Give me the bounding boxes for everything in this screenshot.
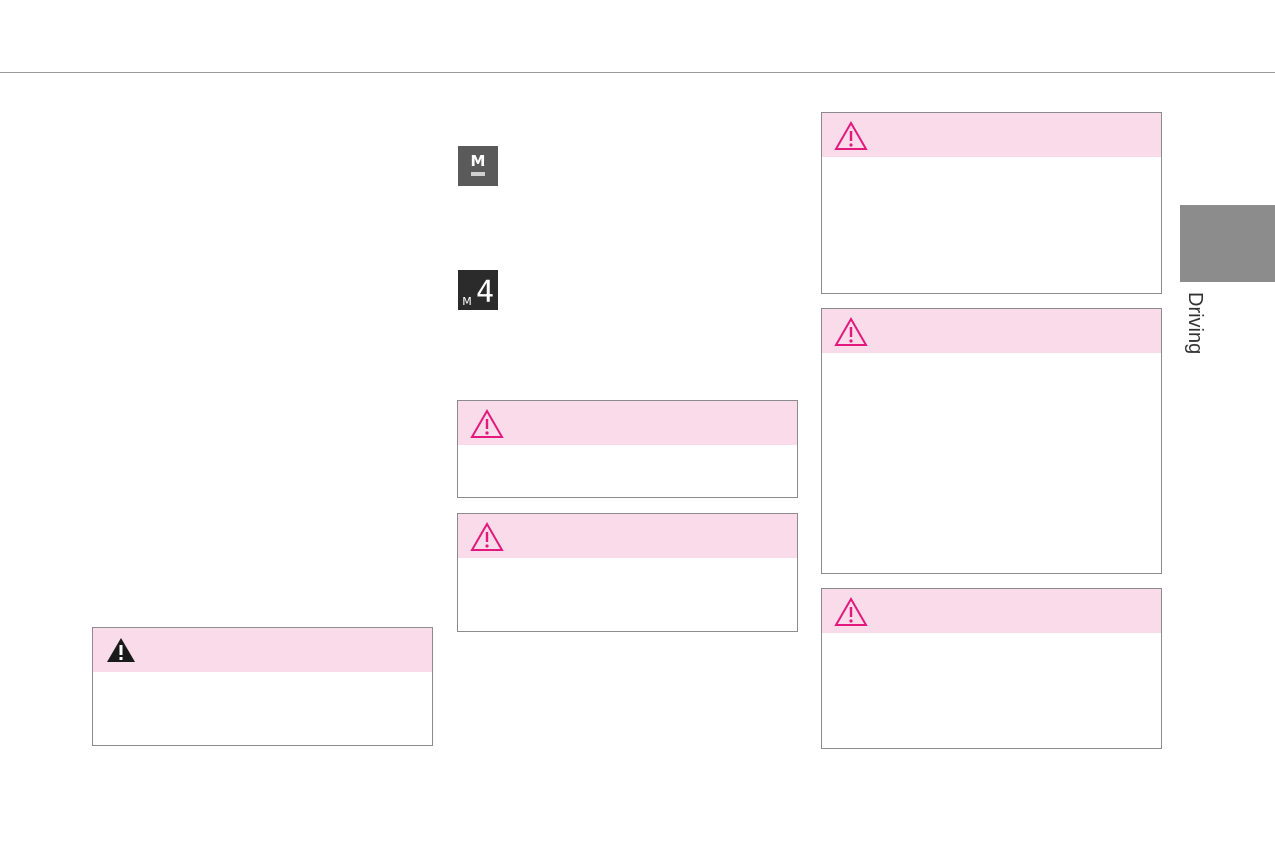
gear-indicator-digit: 4 <box>476 275 494 310</box>
caution-box-header <box>822 113 1161 157</box>
caution-icon <box>834 597 868 626</box>
caution-icon <box>470 522 504 551</box>
caution-icon <box>834 121 868 150</box>
caution-box-header <box>458 401 797 445</box>
section-tab[interactable] <box>1180 205 1275 282</box>
caution-icon <box>470 409 504 438</box>
header-rule <box>0 72 1275 73</box>
gear-indicator-icon: M 4 <box>458 270 498 310</box>
warning-solid-icon <box>107 638 135 662</box>
caution-box <box>821 588 1162 749</box>
caution-box-header <box>822 589 1161 633</box>
caution-box-header <box>458 514 797 558</box>
caution-box <box>821 308 1162 574</box>
caution-box <box>821 112 1162 294</box>
manual-mode-icon: M <box>458 146 498 186</box>
caution-box <box>457 513 798 632</box>
manual-mode-letter: M <box>471 152 486 170</box>
gear-indicator-mode: M <box>462 295 472 308</box>
warning-box-header <box>93 628 432 672</box>
section-tab-label: Driving <box>1184 292 1206 355</box>
caution-box <box>457 400 798 498</box>
warning-box <box>92 627 433 746</box>
caution-box-header <box>822 309 1161 353</box>
caution-icon <box>834 317 868 346</box>
